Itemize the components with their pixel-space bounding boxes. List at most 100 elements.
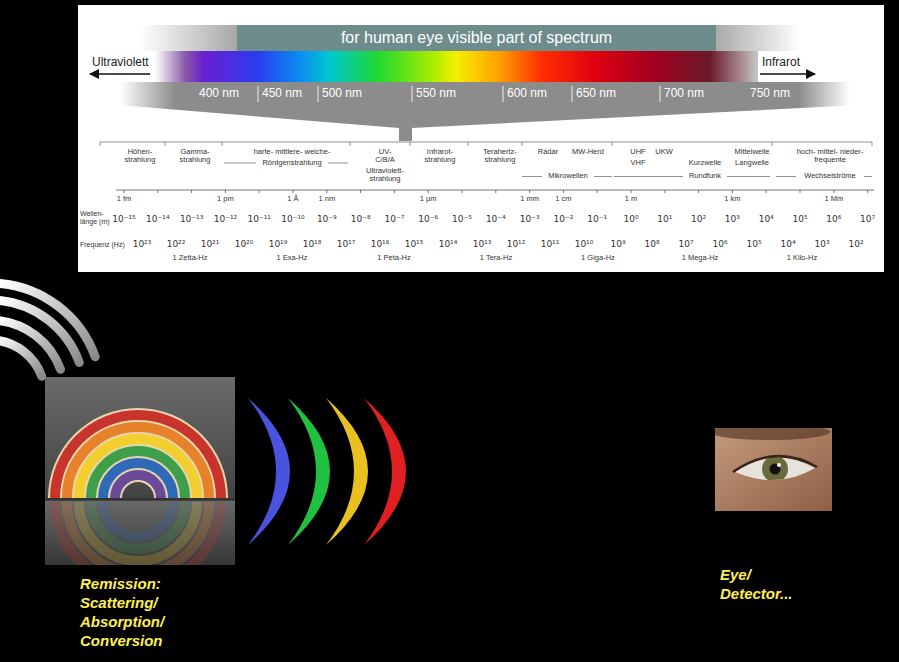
- exponent-label: 10⁻¹¹: [247, 215, 270, 225]
- exponent-label: 10¹⁸: [303, 240, 322, 250]
- zoom-funnel: [130, 106, 840, 141]
- wave-crescent: [364, 398, 406, 545]
- band-label: harte- mittlere- weiche-: [254, 148, 331, 156]
- bracket-tick: [165, 142, 166, 146]
- exponent-label: 10⁻⁹: [317, 215, 337, 225]
- scale-axis: [116, 190, 874, 193]
- banner-fade: [140, 25, 800, 51]
- exponent-label: 10¹⁷: [337, 240, 356, 250]
- wavelength-band: [120, 82, 850, 106]
- exponent-label: 10⁴: [780, 240, 795, 250]
- bracket-tick: [872, 142, 873, 146]
- exponent-label: 10¹²: [507, 240, 526, 250]
- exponent-label: 10¹⁴: [439, 240, 458, 250]
- wavelength-label: 650 nm: [576, 87, 616, 100]
- arch: [103, 502, 173, 537]
- bracket-tick: [522, 142, 523, 146]
- bracket-tick: [410, 142, 411, 146]
- exponent-label: 10⁻¹⁰: [281, 215, 304, 225]
- exponent-label: 10¹¹: [541, 240, 560, 250]
- tick: [503, 86, 504, 102]
- rainbow-photo: [45, 377, 235, 565]
- band-label: UHF: [630, 148, 645, 156]
- decade-tick: [462, 190, 463, 193]
- band-label: Gamma- strahlung: [180, 148, 211, 165]
- banner-text: for human eye visible part of spectrum: [341, 28, 612, 47]
- wavelength-label: 550 nm: [416, 87, 456, 100]
- band-label: Mittelwelle: [734, 148, 769, 156]
- band-label: MW-Herd: [572, 148, 604, 156]
- band-label: Langwelle: [735, 159, 769, 167]
- tick: [412, 86, 413, 102]
- decade-tick: [597, 190, 598, 193]
- exponent-label: 10¹³: [473, 240, 492, 250]
- group-line: [727, 176, 770, 177]
- exponent-label: 10⁻¹⁵: [112, 215, 135, 225]
- bracket-tick: [612, 142, 613, 146]
- bracket-line: [100, 142, 872, 143]
- arrow-label: Ultraviolett: [92, 56, 149, 69]
- decade-tick: [833, 190, 834, 193]
- pupil: [770, 464, 781, 475]
- tick: [318, 86, 319, 102]
- tick: [660, 86, 661, 102]
- exponent-label: 10⁻⁸: [351, 215, 371, 225]
- rainbow-reflection: [55, 502, 221, 565]
- band-label: Rundfunk: [689, 172, 721, 180]
- wavelength-label: 400 nm: [199, 87, 239, 100]
- decade-tick: [631, 190, 632, 193]
- exponent-label: 10²: [848, 240, 863, 250]
- arch: [115, 475, 161, 498]
- decade-tick: [225, 190, 226, 193]
- group-line: [522, 176, 542, 177]
- frequency-label: 1 Kilo-Hz: [787, 254, 817, 262]
- exponent-label: 10²²: [167, 240, 186, 250]
- exponent-label: 10⁵: [792, 215, 807, 225]
- band-label: Infrarot- strahlung: [425, 148, 456, 165]
- arch: [55, 415, 221, 498]
- frequency-label: 1 Giga-Hz: [581, 254, 615, 262]
- arch: [103, 463, 173, 498]
- arch: [55, 502, 221, 565]
- band-label: Radar: [538, 148, 558, 156]
- axis-line: [116, 190, 874, 191]
- arch: [67, 502, 209, 565]
- band-label: UV- C/B/A: [375, 148, 395, 165]
- decade-tick: [157, 190, 158, 193]
- group-line: [614, 176, 683, 177]
- wavelength-label: 750 nm: [750, 87, 790, 100]
- decade-tick: [259, 190, 260, 193]
- arrow-label: Infrarot: [762, 56, 800, 69]
- eye-photo: [715, 428, 832, 511]
- decade-tick: [394, 190, 395, 193]
- wavelength-label: 600 nm: [507, 87, 547, 100]
- exponent-label: 10³: [814, 240, 829, 250]
- unit-label: 1 Å: [287, 195, 298, 203]
- caption: Eye/ Detector...: [720, 565, 815, 603]
- decade-tick: [664, 190, 665, 193]
- decade-tick: [360, 190, 361, 193]
- axis-title: Frequenz (Hz): [80, 241, 125, 249]
- exponent-label: 10⁻¹⁴: [146, 215, 169, 225]
- incoming-waves: [0, 283, 95, 376]
- arch: [79, 439, 197, 498]
- uv-arrow: [90, 73, 150, 75]
- arch: [91, 451, 185, 498]
- exponent-label: 10¹⁰: [575, 240, 594, 250]
- spectrum-banner: for human eye visible part of spectrum: [237, 25, 716, 51]
- unit-label: 1 µm: [420, 195, 437, 203]
- decade-tick: [766, 190, 767, 193]
- exponent-label: 10⁶: [826, 215, 841, 225]
- exponent-label: 10⁷: [678, 240, 693, 250]
- band-label: VHF: [631, 159, 646, 167]
- exponent-label: 10¹: [657, 215, 672, 225]
- unit-label: 1 fm: [117, 195, 132, 203]
- bracket-tick: [100, 142, 101, 146]
- wavelength-ticks: [258, 86, 660, 102]
- tick: [258, 86, 259, 102]
- exponent-label: 10⁻¹²: [214, 215, 237, 225]
- unit-label: 1 nm: [318, 195, 335, 203]
- tick: [572, 86, 573, 102]
- wave-arc: [0, 283, 95, 356]
- frequency-label: 1 Exa-Hz: [277, 254, 308, 262]
